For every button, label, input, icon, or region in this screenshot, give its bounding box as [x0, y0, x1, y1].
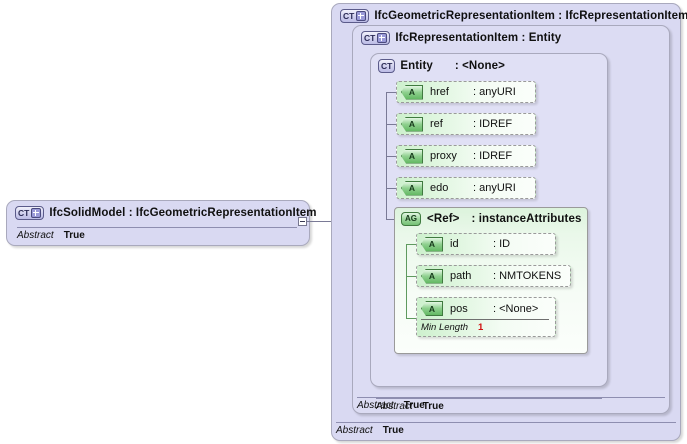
attribute-badge: A: [401, 148, 423, 164]
badge-text: CT: [381, 60, 393, 71]
tree-branch-path: [406, 276, 416, 277]
node-ifcsolidmodel-footer: Abstract True: [17, 227, 297, 241]
abstract-label: Abstract: [17, 230, 54, 241]
attribute-row[interactable]: A proxy : IDREF: [396, 145, 536, 167]
middle-footer: Abstract True: [357, 397, 665, 411]
node-ifcsolidmodel-header: CT IfcSolidModel : IfcGeometricRepresent…: [15, 206, 317, 220]
outer-footer: Abstract True: [336, 422, 676, 436]
abstract-value: True: [422, 401, 444, 412]
complex-type-badge[interactable]: CT: [15, 206, 45, 220]
attribute-type: : IDREF: [473, 150, 513, 162]
group-type: : instanceAttributes: [471, 213, 582, 225]
attribute-group-badge: AG: [401, 212, 421, 226]
attribute-badge: A: [421, 268, 443, 284]
abstract-label: Abstract: [376, 401, 413, 412]
tree-trunk-group: [406, 244, 407, 318]
facet-min-length: Min Length 1: [421, 319, 549, 333]
attribute-row[interactable]: A edo : anyURI: [396, 177, 536, 199]
tree-branch-proxy: [386, 156, 396, 157]
tree-branch-group: [386, 219, 396, 220]
attribute-type: : IDREF: [473, 118, 513, 130]
attribute-badge: A: [421, 236, 443, 252]
tree-branch-id: [406, 244, 416, 245]
badge-text: CT: [343, 10, 355, 21]
abstract-value: True: [63, 230, 85, 241]
middle-header: CT IfcRepresentationItem : Entity: [361, 31, 561, 45]
abstract-value: True: [382, 425, 404, 436]
abstract-value: True: [403, 400, 425, 411]
outer-header: CT IfcGeometricRepresentationItem : IfcR…: [340, 9, 687, 23]
outer-title: IfcGeometricRepresentationItem : IfcRepr…: [374, 10, 687, 22]
attribute-row[interactable]: A pos : <None> Min Length 1: [416, 297, 556, 337]
entity-type: : <None>: [454, 60, 505, 72]
tree-trunk-entity: [386, 92, 387, 219]
attribute-badge: A: [401, 116, 423, 132]
attribute-badge: A: [421, 301, 443, 316]
attribute-name: proxy: [430, 150, 457, 162]
attribute-type: : ID: [493, 238, 511, 250]
complex-type-badge[interactable]: CT: [361, 31, 391, 45]
expand-collapse-toggle[interactable]: [298, 217, 307, 226]
complex-type-badge: CT: [378, 59, 396, 73]
node-title: IfcSolidModel : IfcGeometricRepresentati…: [49, 207, 317, 219]
attribute-name: ref: [430, 118, 443, 130]
facet-label: Min Length: [421, 322, 469, 333]
abstract-label: Abstract: [357, 400, 394, 411]
attribute-name: edo: [430, 182, 449, 194]
plus-icon[interactable]: [377, 33, 388, 43]
attribute-name: id: [450, 238, 459, 250]
node-ifcsolidmodel[interactable]: CT IfcSolidModel : IfcGeometricRepresent…: [6, 200, 316, 246]
badge-text: CT: [364, 32, 376, 43]
tree-branch-ref: [386, 124, 396, 125]
middle-title: IfcRepresentationItem : Entity: [395, 32, 562, 44]
attribute-main: A pos : <None>: [417, 298, 555, 319]
attribute-type: : anyURI: [473, 86, 516, 98]
attribute-type: : <None>: [493, 302, 539, 315]
group-name: <Ref>: [427, 213, 460, 225]
attribute-type: : anyURI: [473, 182, 516, 194]
attribute-badge: A: [401, 180, 423, 196]
attribute-badge: A: [401, 84, 423, 100]
attribute-name: href: [430, 86, 449, 98]
attribute-row[interactable]: A href : anyURI: [396, 81, 536, 103]
entity-footer: Abstract True: [376, 398, 602, 412]
attribute-name: pos: [450, 302, 468, 315]
attribute-row[interactable]: A id : ID: [416, 233, 556, 255]
attribute-type: : NMTOKENS: [493, 270, 562, 282]
complex-type-badge[interactable]: CT: [340, 9, 370, 23]
attribute-row[interactable]: A path : NMTOKENS: [416, 265, 571, 287]
entity-header: CT Entity : <None>: [378, 59, 505, 73]
group-header: AG <Ref> : instanceAttributes: [401, 212, 581, 226]
tree-branch-href: [386, 92, 396, 93]
attribute-name: path: [450, 270, 472, 282]
plus-icon[interactable]: [31, 208, 42, 218]
badge-text: CT: [18, 207, 30, 218]
abstract-label: Abstract: [336, 425, 373, 436]
entity-title: Entity: [400, 60, 433, 72]
plus-icon[interactable]: [356, 11, 367, 21]
tree-branch-pos: [406, 318, 416, 319]
attribute-row[interactable]: A ref : IDREF: [396, 113, 536, 135]
tree-branch-edo: [386, 188, 396, 189]
facet-value: 1: [478, 322, 484, 333]
